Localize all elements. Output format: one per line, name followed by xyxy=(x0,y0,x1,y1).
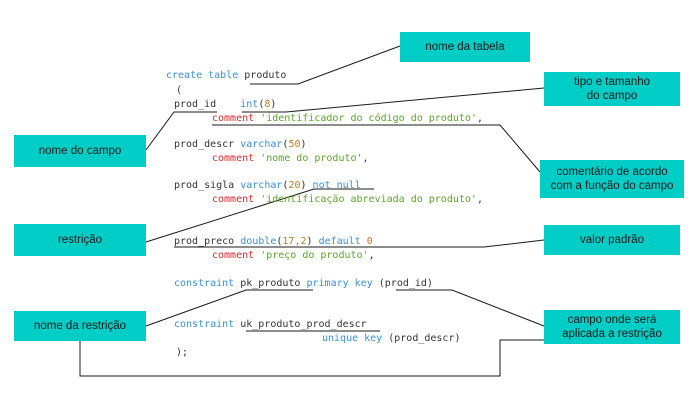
label-nome-restricao: nome da restrição xyxy=(14,311,146,341)
code-line-prod-descr: prod_descr varchar(50) xyxy=(174,139,307,150)
code-line-prod-sigla: prod_sigla varchar(20) not null xyxy=(174,180,361,191)
line-nome-campo xyxy=(145,111,217,151)
line-tipo-tamanho xyxy=(242,87,545,113)
code-line-close: ); xyxy=(176,347,189,358)
code-line-prod-preco: prod_preco double(17,2) default 0 xyxy=(174,236,373,247)
line-nome-restricao xyxy=(145,289,313,327)
line-restricao xyxy=(145,188,374,243)
keyword-create-table: create table xyxy=(166,70,239,81)
label-nome-campo: nome do campo xyxy=(14,135,146,167)
code-line-constraint-pk: constraint pk_produto primary key (prod_… xyxy=(174,278,433,289)
code-line-unique-key: unique key (prod_descr) xyxy=(322,333,461,344)
label-nome-tabela: nome da tabela xyxy=(400,32,530,62)
table-name: produto xyxy=(244,70,287,81)
label-valor-padrao: valor padrão xyxy=(544,225,680,255)
code-line-constraint-uk: constraint uk_produto_prod_descr xyxy=(174,319,367,330)
code-line-comment-3: comment 'identificação abreviada do prod… xyxy=(212,194,483,205)
code-line-create-table: create table produto xyxy=(166,70,286,82)
line-bottom-connector xyxy=(79,339,544,377)
code-line-prod-id: prod_id int(8) xyxy=(174,99,277,110)
line-valor-padrao xyxy=(174,239,545,248)
line-nome-tabela xyxy=(250,45,401,85)
field-prod-id: prod_id xyxy=(174,99,217,110)
code-line-comment-1: comment 'identificador do código do prod… xyxy=(212,113,483,124)
label-restricao: restrição xyxy=(14,224,146,256)
code-line-comment-2: comment 'nome do produto', xyxy=(212,153,369,164)
code-line-open-paren: ( xyxy=(176,85,183,96)
line-comentario xyxy=(212,124,541,173)
restriction-not-null: not null xyxy=(312,180,361,191)
line-campo-pk xyxy=(396,289,545,327)
code-line-comment-4: comment 'preço do produto', xyxy=(212,250,375,261)
